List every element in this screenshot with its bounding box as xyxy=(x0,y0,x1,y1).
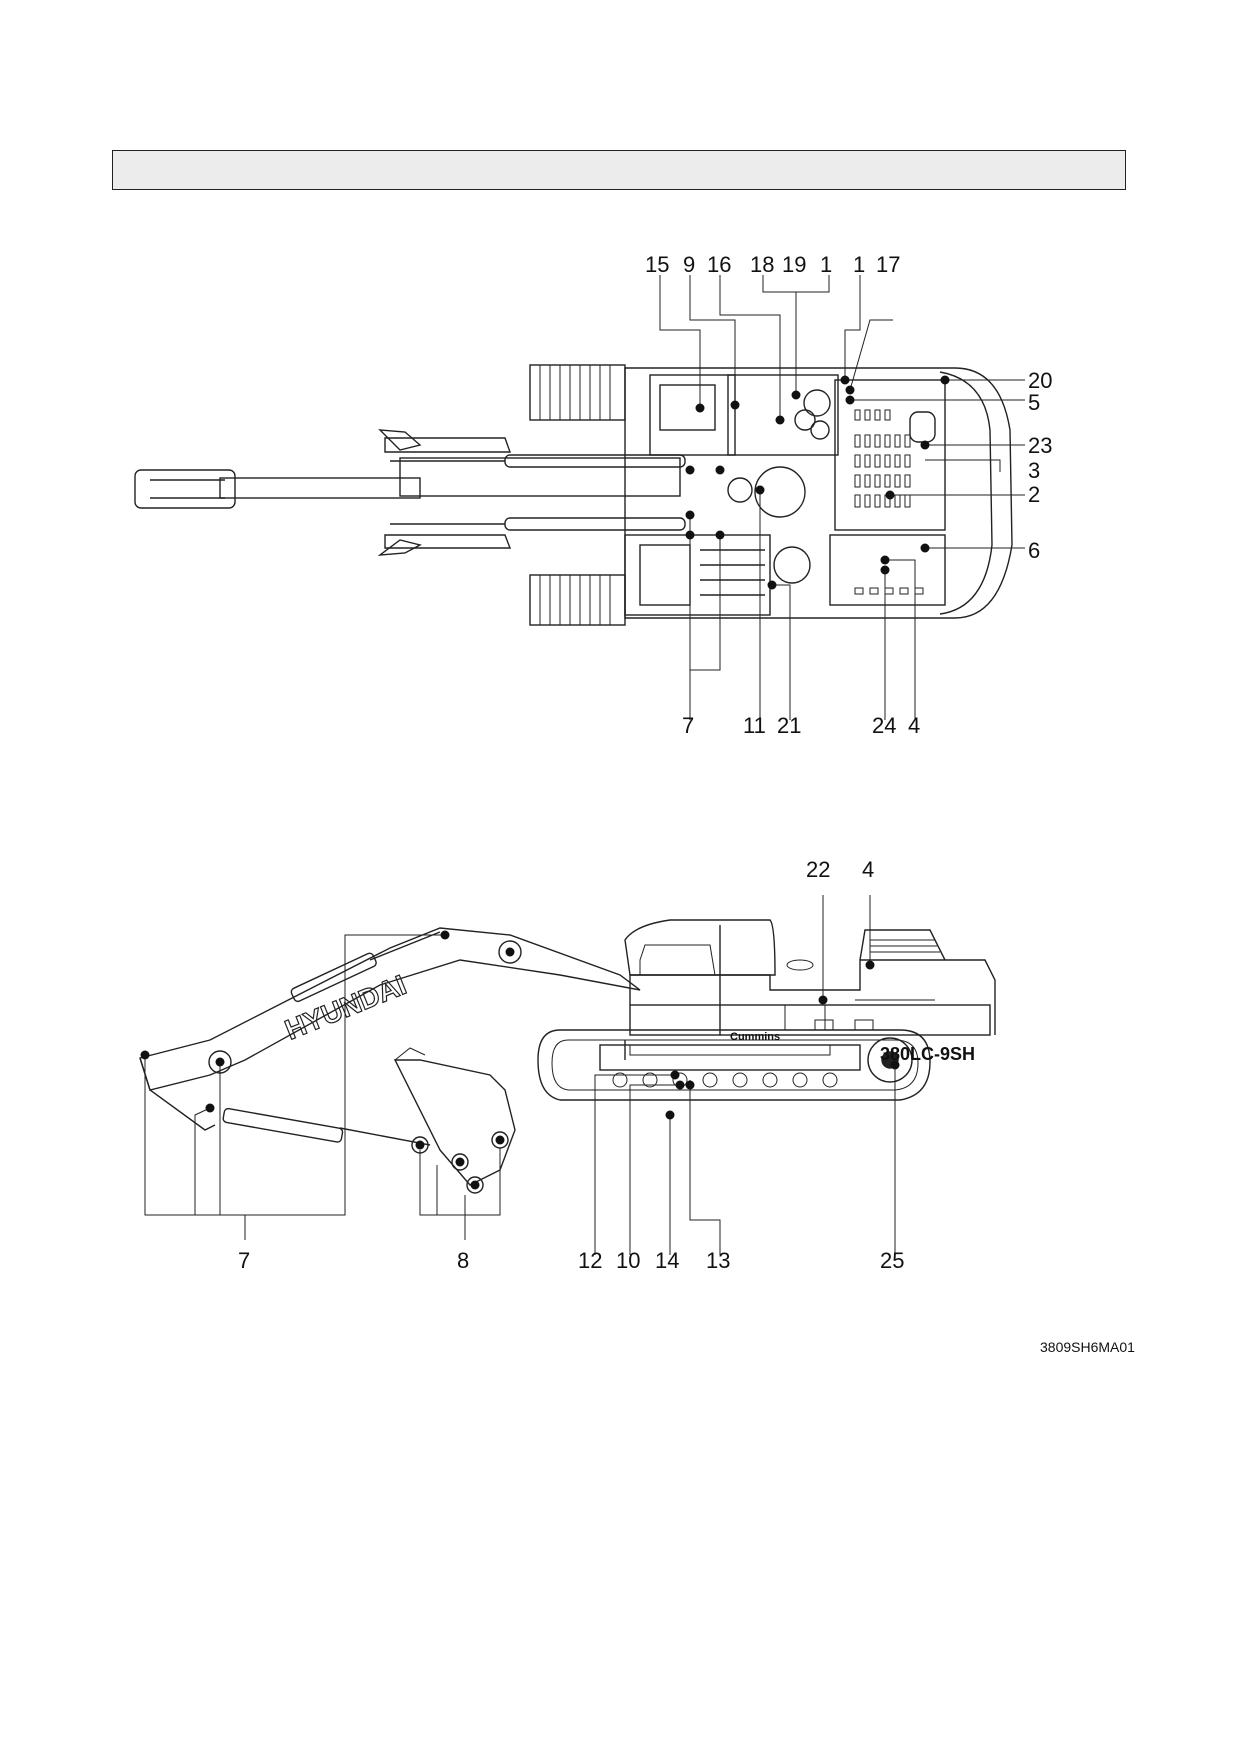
callout-13: 13 xyxy=(706,1248,730,1273)
figure-code: 3809SH6MA01 xyxy=(1040,1339,1135,1355)
callout-15: 15 xyxy=(645,252,669,277)
engine-badge: Cummins xyxy=(730,1031,780,1043)
callout-10: 10 xyxy=(616,1248,640,1273)
side-view-leader-lines xyxy=(144,895,896,1255)
callout-6: 6 xyxy=(1028,538,1040,563)
callout-18: 18 xyxy=(750,252,774,277)
callout-8: 8 xyxy=(457,1248,469,1273)
lubrication-points xyxy=(140,375,950,1190)
callout-4-side: 4 xyxy=(862,857,874,882)
callout-9: 9 xyxy=(683,252,695,277)
callout-7-side: 7 xyxy=(238,1248,250,1273)
callout-19: 19 xyxy=(782,252,806,277)
callout-25: 25 xyxy=(880,1248,904,1273)
callout-11: 11 xyxy=(743,713,766,738)
callout-7-top: 7 xyxy=(682,713,694,738)
callout-3: 3 xyxy=(1028,458,1040,483)
callout-16: 16 xyxy=(707,252,731,277)
top-view-callouts: 15 9 16 18 19 1 1 17 20 5 23 3 2 6 7 11 … xyxy=(645,252,1052,738)
callout-24: 24 xyxy=(872,713,896,738)
callout-12: 12 xyxy=(578,1248,602,1273)
top-view-leader-lines xyxy=(659,275,1025,720)
callout-1a: 1 xyxy=(820,252,832,277)
boom-brand-text: HYUNDAI xyxy=(281,969,411,1046)
side-view-callouts: 22 4 7 8 12 10 14 13 25 xyxy=(238,857,904,1273)
callout-23: 23 xyxy=(1028,433,1052,458)
callout-22: 22 xyxy=(806,857,830,882)
top-view-machine xyxy=(134,364,1013,626)
callout-5: 5 xyxy=(1028,390,1040,415)
callout-2: 2 xyxy=(1028,482,1040,507)
callout-17: 17 xyxy=(876,252,900,277)
section-header-bar xyxy=(112,150,1126,190)
callout-1b: 1 xyxy=(853,252,865,277)
callout-4-top: 4 xyxy=(908,713,920,738)
side-view-machine: HYUNDAI 380LC-9SH Cummins xyxy=(139,919,996,1194)
callout-14: 14 xyxy=(655,1248,679,1273)
callout-20: 20 xyxy=(1028,368,1052,393)
model-label: 380LC-9SH xyxy=(880,1044,975,1064)
callout-21: 21 xyxy=(777,713,801,738)
